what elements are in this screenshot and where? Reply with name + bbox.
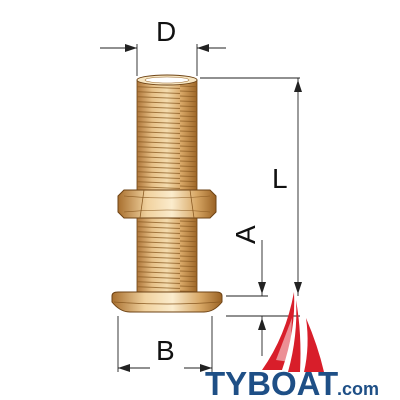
arrow-d-left-icon: [125, 44, 137, 52]
brand-logo: TYBOAT .com: [205, 292, 379, 400]
dimension-label-d: D: [156, 16, 176, 47]
arrow-b-right-icon: [200, 364, 212, 372]
arrow-a-up-icon: [258, 318, 266, 330]
brand-name: TYBOAT: [205, 365, 338, 400]
brand-domain: .com: [337, 379, 379, 399]
arrow-l-bottom-icon: [294, 282, 302, 294]
dimension-label-b: B: [156, 335, 175, 366]
bottom-flange: [111, 291, 223, 313]
arrow-b-left-icon: [118, 364, 130, 372]
arrow-d-right-icon: [197, 44, 209, 52]
dimension-label-a: A: [230, 225, 261, 244]
dimension-label-l: L: [272, 163, 288, 194]
dimension-arrowheads: [118, 44, 302, 372]
arrow-a-down-icon: [258, 282, 266, 294]
hex-nut: [117, 189, 217, 219]
brass-fitting: [111, 74, 223, 313]
arrow-l-top-icon: [294, 80, 302, 92]
sailboat-icon: [262, 292, 324, 372]
